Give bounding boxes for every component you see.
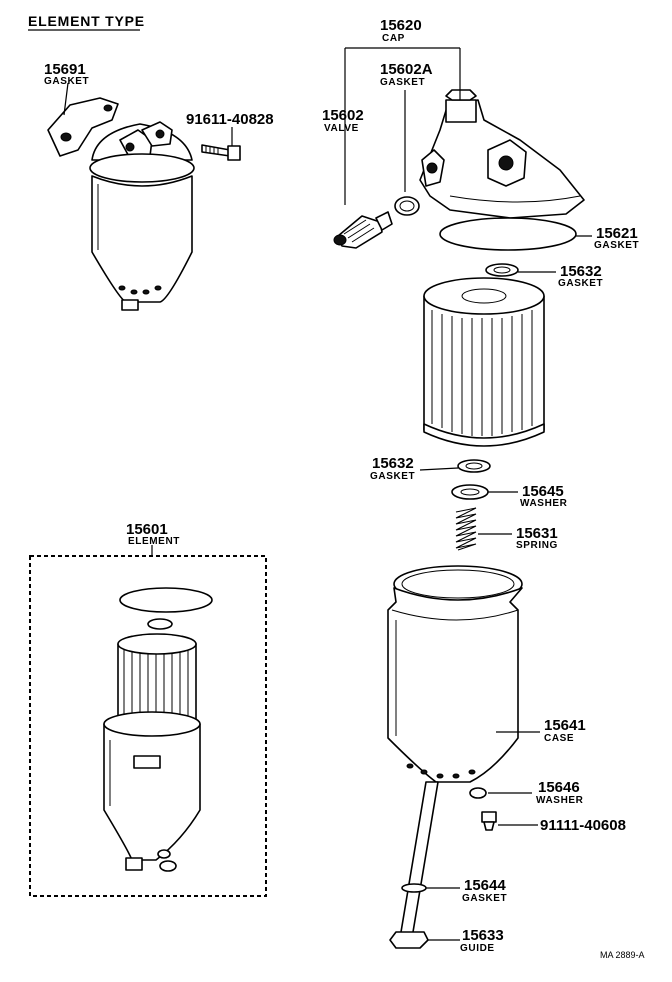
callout-15632-upper: 15632 GASKET xyxy=(558,263,603,289)
leader-15691 xyxy=(63,82,69,116)
callout-15633: 15633 GUIDE xyxy=(460,927,504,954)
part-number: 91611-40828 xyxy=(186,111,274,128)
case-illustration xyxy=(387,565,523,783)
part-name: GASKET xyxy=(594,240,639,251)
part-number: 15602 xyxy=(322,107,364,124)
part-number: 15641 xyxy=(544,717,586,734)
callout-91611: 91611-40828 xyxy=(186,111,274,128)
part-number: 15633 xyxy=(462,927,504,944)
part-name: WASHER xyxy=(520,498,568,509)
part-name: GASKET xyxy=(558,278,603,289)
bracket-15620 xyxy=(344,47,461,205)
part-number: 15602A xyxy=(380,61,433,78)
drawing-reference: MA 2889-A xyxy=(600,950,645,960)
callout-15644: 15644 GASKET xyxy=(462,877,507,904)
part-name: ELEMENT xyxy=(128,536,180,547)
part-name: CAP xyxy=(382,33,405,44)
bolt-illustration xyxy=(201,144,241,161)
part-number: 15645 xyxy=(522,483,564,500)
element-kit-illustration xyxy=(103,587,213,872)
callout-15641: 15641 CASE xyxy=(544,717,586,744)
callout-15601: 15601 ELEMENT xyxy=(126,521,180,547)
cap-illustration xyxy=(419,89,585,219)
callout-15632-lower: 15632 GASKET xyxy=(370,455,415,482)
part-name: SPRING xyxy=(516,540,558,551)
washer-15646-illustration xyxy=(469,787,487,799)
part-name: GUIDE xyxy=(460,943,495,954)
part-number: 91111-40608 xyxy=(540,817,626,834)
callout-15645: 15645 WASHER xyxy=(520,483,568,509)
spring-illustration xyxy=(455,507,477,551)
guide-illustration xyxy=(389,781,439,949)
gasket-15632-lower-illustration xyxy=(457,459,491,473)
part-number: 15601 xyxy=(126,521,168,538)
part-name: GASKET xyxy=(462,893,507,904)
part-number: 15620 xyxy=(380,17,422,34)
gasket-15602a-illustration xyxy=(394,196,420,216)
part-number: 15644 xyxy=(464,877,506,894)
part-number: 15632 xyxy=(560,263,602,280)
callout-15621: 15621 GASKET xyxy=(594,225,639,251)
callout-15646: 15646 WASHER xyxy=(536,779,584,806)
callout-15602a: 15602A GASKET xyxy=(380,61,433,88)
part-number: 15691 xyxy=(44,61,86,78)
drain-plug-illustration xyxy=(481,811,497,831)
part-name: GASKET xyxy=(44,76,89,87)
part-name: CASE xyxy=(544,733,574,744)
callout-15631: 15631 SPRING xyxy=(516,525,558,551)
element-cartridge-illustration xyxy=(423,277,545,447)
callout-15691: 15691 GASKET xyxy=(44,61,89,87)
callout-15620: 15620 CAP xyxy=(380,17,422,44)
part-name: GASKET xyxy=(370,471,415,482)
part-name: GASKET xyxy=(380,77,425,88)
part-number: 15631 xyxy=(516,525,558,542)
assembled-filter-illustration xyxy=(47,97,195,311)
part-name: VALVE xyxy=(324,123,359,134)
part-number: 15646 xyxy=(538,779,580,796)
part-number: 15632 xyxy=(372,455,414,472)
callout-91111: 91111-40608 xyxy=(540,817,626,834)
gasket-15621-illustration xyxy=(439,217,577,251)
washer-15645-illustration xyxy=(451,484,489,500)
part-name: WASHER xyxy=(536,795,584,806)
diagram-title: ELEMENT TYPE xyxy=(28,13,145,29)
valve-illustration xyxy=(333,211,393,249)
gasket-15632-upper-illustration xyxy=(485,263,519,277)
element-kit-box xyxy=(29,555,267,897)
callout-15602: 15602 VALVE xyxy=(322,107,364,134)
part-number: 15621 xyxy=(596,225,638,242)
leader-15632b xyxy=(419,467,459,471)
